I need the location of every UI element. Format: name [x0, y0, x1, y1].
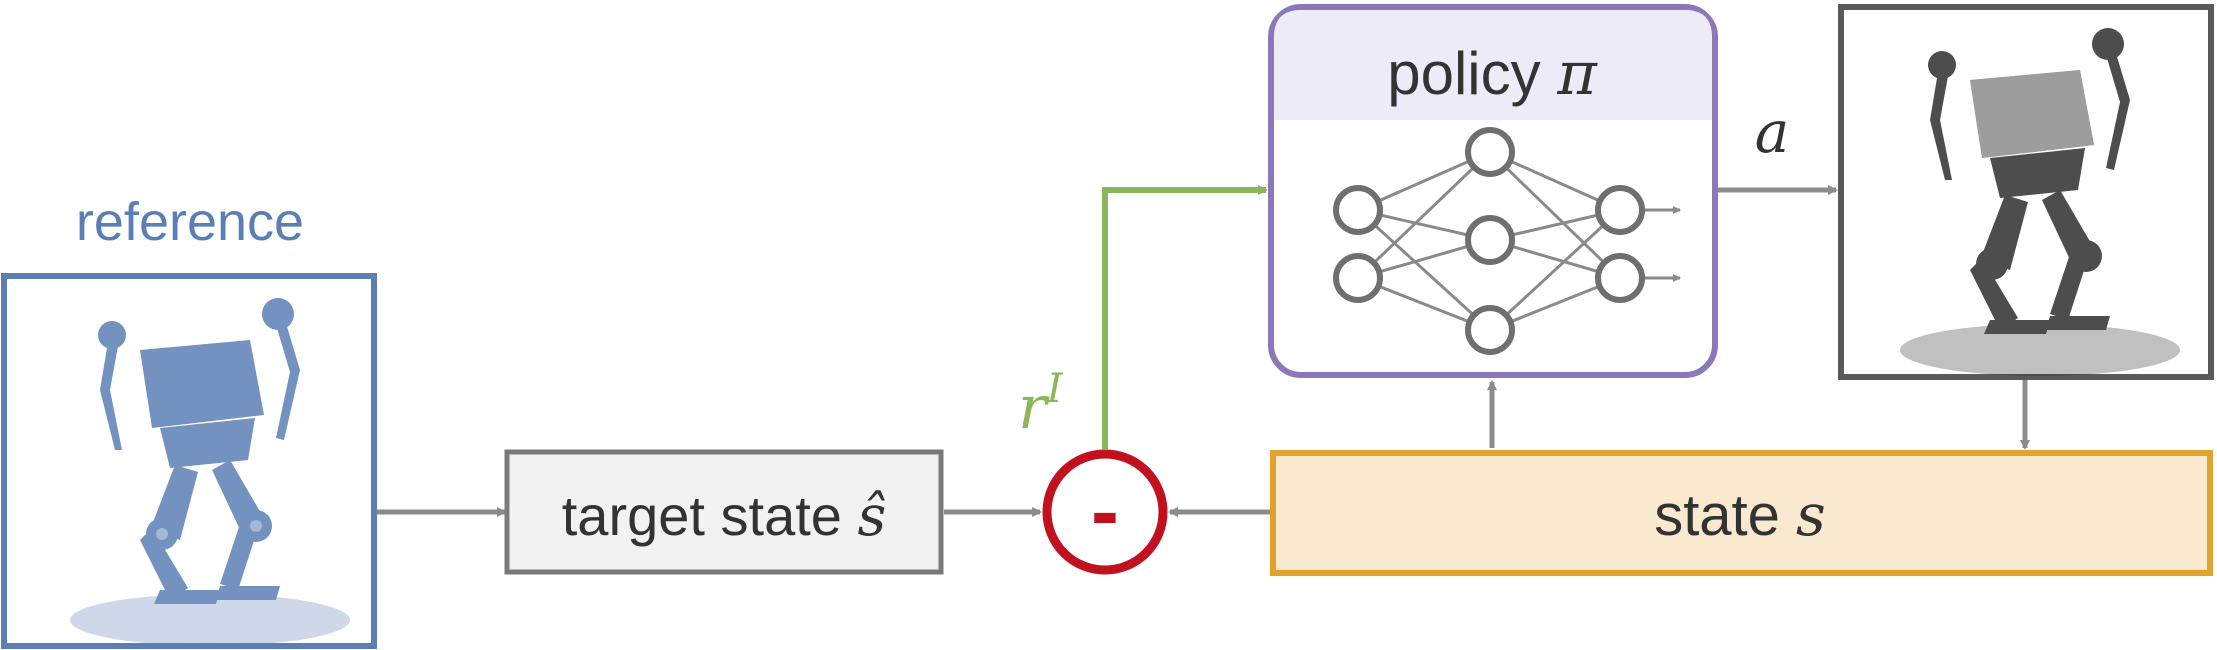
output-neuron — [1595, 185, 1645, 235]
state-symbol: s — [1796, 481, 1826, 549]
subtract-node — [1042, 449, 1168, 575]
reward-label: rI — [1018, 366, 1064, 443]
policy-header — [1274, 10, 1712, 120]
target-state-box — [504, 449, 944, 575]
target-state-symbol: ŝ — [857, 484, 886, 549]
output-neuron — [1595, 253, 1645, 303]
subtract-symbol: - — [1091, 464, 1119, 558]
policy-label: policy π — [1387, 39, 1598, 109]
hidden-neuron — [1465, 127, 1515, 177]
policy-symbol: π — [1556, 39, 1598, 109]
input-neuron — [1333, 185, 1383, 235]
reference-label: reference — [76, 192, 304, 252]
action-label: a — [1755, 98, 1790, 166]
state-box — [1270, 450, 2213, 576]
input-neuron — [1333, 253, 1383, 303]
target-state-label: target state ŝ — [562, 484, 886, 549]
arrow-reward-to-policy — [1102, 185, 1268, 450]
state-label: state s — [1654, 481, 1826, 549]
hidden-neuron — [1465, 305, 1515, 355]
hidden-neuron — [1465, 215, 1515, 265]
